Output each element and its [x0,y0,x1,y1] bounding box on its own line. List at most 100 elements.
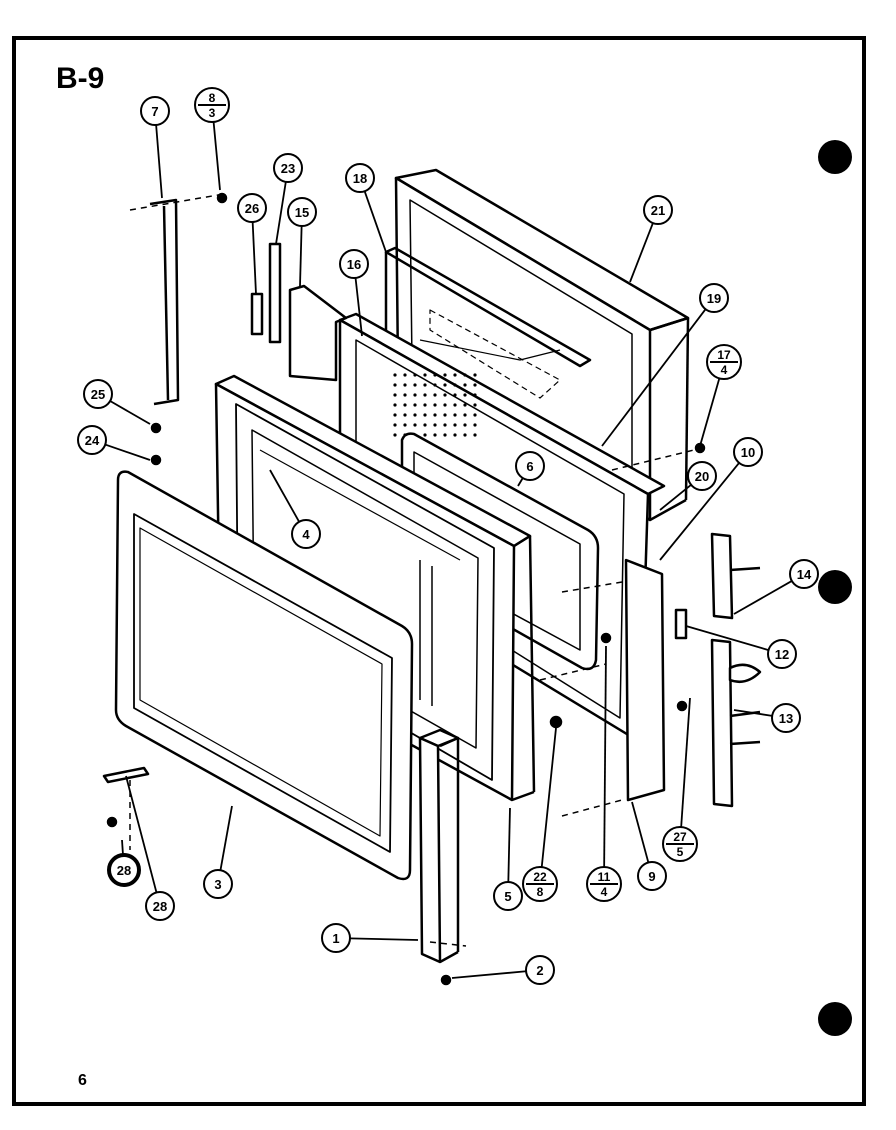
callout-c28b: 28 [145,891,175,921]
callout-number: 20 [695,469,709,484]
diagram-border [12,36,866,1106]
leader-line-c4 [269,469,300,523]
callout-quantity: 5 [677,845,684,859]
callout-number: 3 [214,877,221,892]
callout-circle [345,163,375,193]
callout-c6: 6 [515,451,545,481]
callout-c14: 14 [789,559,819,589]
callout-number: 1 [332,931,339,946]
callout-quantity: 4 [721,363,728,377]
leader-line-c21 [629,222,654,283]
callout-circle [687,461,717,491]
bracket-23 [268,242,282,344]
callout-c10: 10 [733,437,763,467]
handle-1 [418,728,460,964]
callout-number: 16 [347,257,361,272]
door-frame-5 [214,374,536,802]
leader-line-c14 [733,580,793,615]
bracket-15 [288,284,348,382]
callout-c19: 19 [699,283,729,313]
leader-line-c22-8 [540,727,557,868]
callout-circle [733,437,763,467]
leader-line-c8-3 [212,121,221,191]
callout-number: 23 [281,161,295,176]
callout-circle [493,881,523,911]
parts-linework [102,168,762,986]
leader-line-c20 [659,484,692,511]
leader-line-c11-4 [603,645,607,868]
callout-c9: 9 [637,861,667,891]
rod-7 [149,198,180,406]
callout-c12: 12 [767,639,797,669]
callout-circle [699,283,729,313]
leader-line-c1 [349,937,419,941]
callout-number: 24 [85,433,100,448]
callout-number: 13 [779,711,793,726]
leader-line-c6 [517,477,524,487]
callout-quantity: 4 [601,885,608,899]
callout-number: 6 [526,459,533,474]
callout-number: 10 [741,445,755,460]
leader-line-c9 [631,801,650,863]
callout-circle [525,955,555,985]
callout-circle [77,425,107,455]
callout-quantity: 3 [209,106,216,120]
callout-circle [339,249,369,279]
callout-c25: 25 [83,379,113,409]
callout-circle [83,379,113,409]
callout-circle [107,853,141,887]
callout-number: 8 [209,91,216,105]
leader-line-c2 [451,970,527,979]
registration-mark-middle [818,570,852,604]
callout-c17-4: 174 [706,344,742,380]
callout-number: 27 [673,830,687,844]
latch-12 [674,608,688,640]
callout-c26: 26 [237,193,267,223]
leader-line-c17-4 [699,378,721,447]
callout-circle [145,891,175,921]
outer-trim-3 [114,470,414,881]
registration-mark-bottom [818,1002,852,1036]
callout-c23: 23 [273,153,303,183]
callout-c1: 1 [321,923,351,953]
callout-number: 19 [707,291,721,306]
leader-line-c18 [363,190,387,253]
leader-line-c28b [125,775,158,893]
callout-c21: 21 [643,195,673,225]
glass-panel-18 [384,246,592,430]
callout-circle [771,703,801,733]
leader-line-c25 [109,400,151,425]
callout-circle [643,195,673,225]
callout-c20: 20 [687,461,717,491]
callout-number: 9 [648,869,655,884]
callout-c13: 13 [771,703,801,733]
leader-line-c16 [354,277,363,337]
callout-number: 5 [504,889,511,904]
callout-circle [237,193,267,223]
screws [106,192,706,986]
callout-number: 7 [151,104,158,119]
callout-circle [637,861,667,891]
hinge-plate-9 [624,558,666,802]
callout-c8-3: 83 [194,87,230,123]
callout-quantity: 8 [537,885,544,899]
leader-line-c13 [733,709,773,717]
callout-number: 15 [295,205,309,220]
callout-number: 21 [651,203,665,218]
callout-number: 12 [775,647,789,662]
callout-c18: 18 [345,163,375,193]
callout-number: 17 [717,348,731,362]
leader-line-c28a [121,839,124,856]
callout-number: 14 [797,567,812,582]
bracket-26 [250,292,264,336]
hinge-assembly [624,532,762,808]
callout-c28a: 28 [107,853,141,887]
callout-number: 2 [536,963,543,978]
callout-circle [321,923,351,953]
leader-line-c12 [685,625,769,651]
callout-circle [767,639,797,669]
callout-c7: 7 [140,96,170,126]
callout-c3: 3 [203,869,233,899]
